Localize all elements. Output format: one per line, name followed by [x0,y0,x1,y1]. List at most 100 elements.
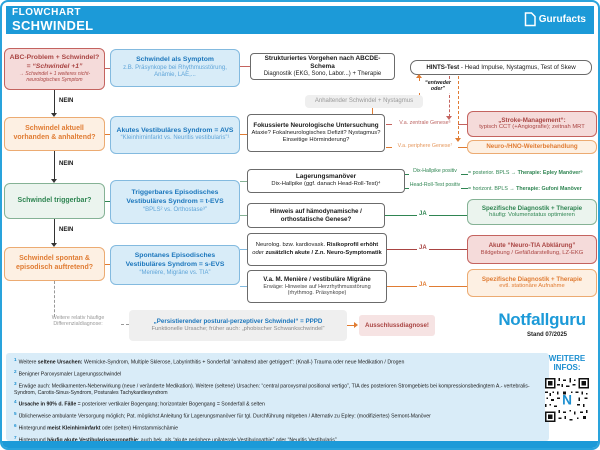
connector [461,174,468,175]
arrowhead-right [354,322,358,328]
connector [105,264,110,265]
sevs-title: Spontanes Episodisches Vestibuläres Synd… [125,252,225,268]
arrowhead-down [51,179,57,183]
connector-hints-central [449,76,450,117]
box-hno-weiterbehandlung: Neuro-/HNO-Weiterbehandlung [467,140,597,154]
connector [105,68,110,69]
hints-desc: - Head Impulse, Nystagmus, Test of Skew [459,63,576,71]
box-spezifisch-gruen: Spezifische Diagnostik + Therapie häufig… [467,199,597,225]
risk-text: Neurolog. bzw. kardiovask. Risikoprofil … [252,242,382,256]
label-gufoni-therapie: = horizont. BPLS → Therapie: Gufoni Manö… [468,186,582,192]
meniere-title: V.a. M. Menière / vestibuläre Migräne [263,275,371,283]
header-bar: FLOWCHART SCHWINDEL [6,6,594,34]
decision-abc-note: → Schwindel + 1 weiteres nicht-neurologi… [18,71,91,84]
spec-green-sub: häufig: Volumenstatus optimieren [489,212,575,219]
qr-code-image: N [545,378,589,422]
decision2-text: Schwindel aktuell vorhanden & anhaltend? [13,125,96,141]
decision-aktuell-anhaltend: Schwindel aktuell vorhanden & anhaltend? [4,117,105,151]
decision-abc-problem: ABC-Problem + Schwindel? = “Schwindel +1… [4,48,105,90]
abcde-title: Strukturiertes Vorgehen nach ABCDE-Schem… [264,54,381,70]
label-entweder-oder: “entweder oder” [418,80,458,93]
brand-name: Gurufacts [538,14,586,25]
connector [386,147,392,148]
connector [240,66,250,67]
notfallguru-logo: Notfallguru [498,310,586,329]
hno-text: Neuro-/HNO-Weiterbehandlung [486,143,578,151]
label-nein3: NEIN [59,227,74,233]
connector [386,124,392,125]
box-s-evs: Spontanes Episodisches Vestibuläres Synd… [110,245,240,285]
box-abcde-schema: Strukturiertes Vorgehen nach ABCDE-Schem… [250,53,395,80]
box-risikoprofil: Neurolog. bzw. kardiovask. Risikoprofil … [247,233,387,266]
box-ausschlussdiagnose: Ausschlussdiagnose! [359,315,435,336]
connector-hints-peripheral [458,76,459,139]
footnote-6: 6Hintergrund meist Kleinhirninfarkt oder… [14,423,178,432]
arrowhead-down [455,138,461,142]
tevs-title: Triggerbares Episodisches Vestibuläres S… [126,189,224,205]
anhaltend-text: Anhaltender Schwindel + Nystagmus [314,97,414,104]
footnote-5: 5Üblicherweise ambulante Versorgung mögl… [14,411,431,420]
stroke-sub: typisch CCT (+Angiografie); zeitnah MRT [479,124,585,131]
label-nein1: NEIN [59,98,74,104]
document-icon [524,12,536,27]
header-title-line2: SCHWINDEL [12,18,94,33]
spec-orange-title: Spezifische Diagnostik + Therapie [481,275,583,283]
connector-nein1 [54,90,55,114]
connector [105,201,110,202]
label-ja-orange: JA [417,282,429,289]
footnote-4: 4Ursache in 90% d. Fälle = posteriorer v… [14,399,265,408]
box-haemodynamisch: Hinweis auf hämodynamische / orthostatis… [247,203,385,228]
box-t-evs: Triggerbares Episodisches Vestibuläres S… [110,180,240,224]
footer-bar [2,441,598,448]
spec-green-title: Spezifische Diagnostik + Therapie [481,204,583,212]
tia-sub: Bildgebung / Gefäßdarstellung, LZ-EKG [480,249,584,256]
label-dix-positiv: Dix-Hallpike positiv [413,168,457,174]
box-schwindel-als-symptom: Schwindel als Symptom z.B. Präsynkope be… [110,49,240,87]
decision-abc-title: ABC-Problem + Schwindel? [9,54,100,62]
label-differenzialdiagnose: Weitere relativ häufige Differenzialdiag… [51,315,105,327]
hemo-text: Hinweis auf hämodynamische / orthostatis… [270,207,362,223]
box-stroke-management: „Stroke-Management“: typisch CCT (+Angio… [467,111,597,137]
sevs-sub: “Menière, Migräne vs. TIA” [139,270,211,277]
symptom-sub: z.B. Präsynkope bei Rhythmusstörung, Anä… [123,64,227,79]
header-title-line1: FLOWCHART [12,7,81,18]
decision4-text: Schwindel spontan & episodisch auftreten… [15,255,93,271]
connector [240,181,247,182]
connector-nein3 [54,219,55,244]
connector-pill-to-exam [372,108,373,114]
avs-title: Akutes Vestibuläres Syndrom = AVS [116,127,234,134]
avs-sub: “Kleinhirninfarkt vs. Neuritis vestibula… [120,135,230,142]
symptom-title: Schwindel als Symptom [136,56,214,64]
connector [405,188,409,189]
box-avs: Akutes Vestibuläres Syndrom = AVS “Klein… [110,116,240,154]
footnotes-band: 1Weitere seltene Ursachen: Wernicke-Synd… [6,353,549,444]
decision-spontan-episodisch: Schwindel spontan & episodisch auftreten… [4,247,105,281]
decision-triggerbar: Schwindel triggerbar? [4,183,105,219]
spec-orange-sub: evtl. stationäre Aufnahme [499,283,565,290]
connector [458,147,467,148]
exam-sub: Ataxie? Fokalneurologisches Defizit? Nys… [251,129,381,143]
label-anhaltender-schwindel: Anhaltender Schwindel + Nystagmus [305,95,423,108]
footnote-3: 3Erwäge auch: Medikamenten-Nebenwirkung … [14,380,530,396]
connector [240,286,247,287]
pppd-sub: Funktionelle Ursache; früher auch: „phob… [151,325,325,332]
brand-logo: Gurufacts [524,12,586,27]
box-spezifisch-orange: Spezifische Diagnostik + Therapie evtl. … [467,269,597,297]
decision3-text: Schwindel triggerbar? [17,196,92,204]
footnote-1: 1Weitere seltene Ursachen: Wernicke-Synd… [14,357,405,366]
weitere-infos-label: WEITERE INFOS: [548,354,586,372]
connector [240,215,247,216]
connector-dashed-dd [54,281,55,317]
connector-nein2 [54,151,55,179]
arrowhead-down [446,116,452,120]
connector [240,134,247,135]
box-neuro-untersuchung: Fokussierte Neurologische Untersuchung A… [247,114,385,152]
arrowhead-down [51,243,57,247]
label-periphere-genese: V.a. periphere Genese⁷ [397,143,453,149]
box-meniere-migraene: V.a. M. Menière / vestibuläre Migräne Er… [247,270,387,303]
qr-code: N [545,378,589,427]
box-lagerungsmanoever: Lagerungsmanöver Dix-Hallpike (ggf. dana… [247,169,405,193]
lagerung-title: Lagerungsmanöver [295,173,357,181]
decision-abc-equals: = “Schwindel +1” [26,62,83,70]
